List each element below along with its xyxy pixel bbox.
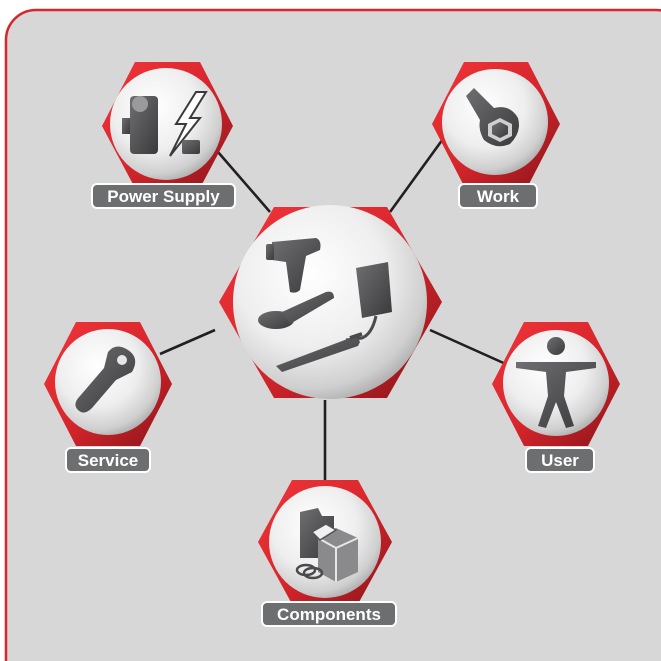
wrench-icon <box>75 346 136 413</box>
center-sphere <box>233 205 427 399</box>
connector-power-supply <box>217 151 271 213</box>
connector-service <box>159 328 216 356</box>
node-power-supply[interactable]: Power Supply <box>91 62 236 209</box>
connector-work <box>388 131 450 213</box>
wrench-nut-icon <box>466 88 519 147</box>
work-label-box <box>458 183 538 209</box>
node-components[interactable]: Components <box>258 480 397 627</box>
connector-user <box>429 328 509 367</box>
node-service[interactable]: Service <box>44 322 172 473</box>
service-label: Service <box>78 451 139 470</box>
node-work[interactable]: Work <box>432 62 560 209</box>
power-tools-icon <box>258 238 392 372</box>
user-label: User <box>541 451 579 470</box>
user-label-box <box>525 447 595 473</box>
node-user[interactable]: User <box>492 322 620 473</box>
power-supply-icon <box>122 91 208 157</box>
power-supply-label: Power Supply <box>107 187 220 206</box>
work-label: Work <box>477 187 520 206</box>
components-label-box <box>261 601 397 627</box>
components-icon <box>295 508 359 582</box>
service-label-box <box>65 447 151 473</box>
center-node <box>219 205 442 399</box>
power-supply-label-box <box>91 183 236 209</box>
person-icon <box>516 337 596 428</box>
components-label: Components <box>277 605 381 624</box>
connectors <box>159 131 509 490</box>
